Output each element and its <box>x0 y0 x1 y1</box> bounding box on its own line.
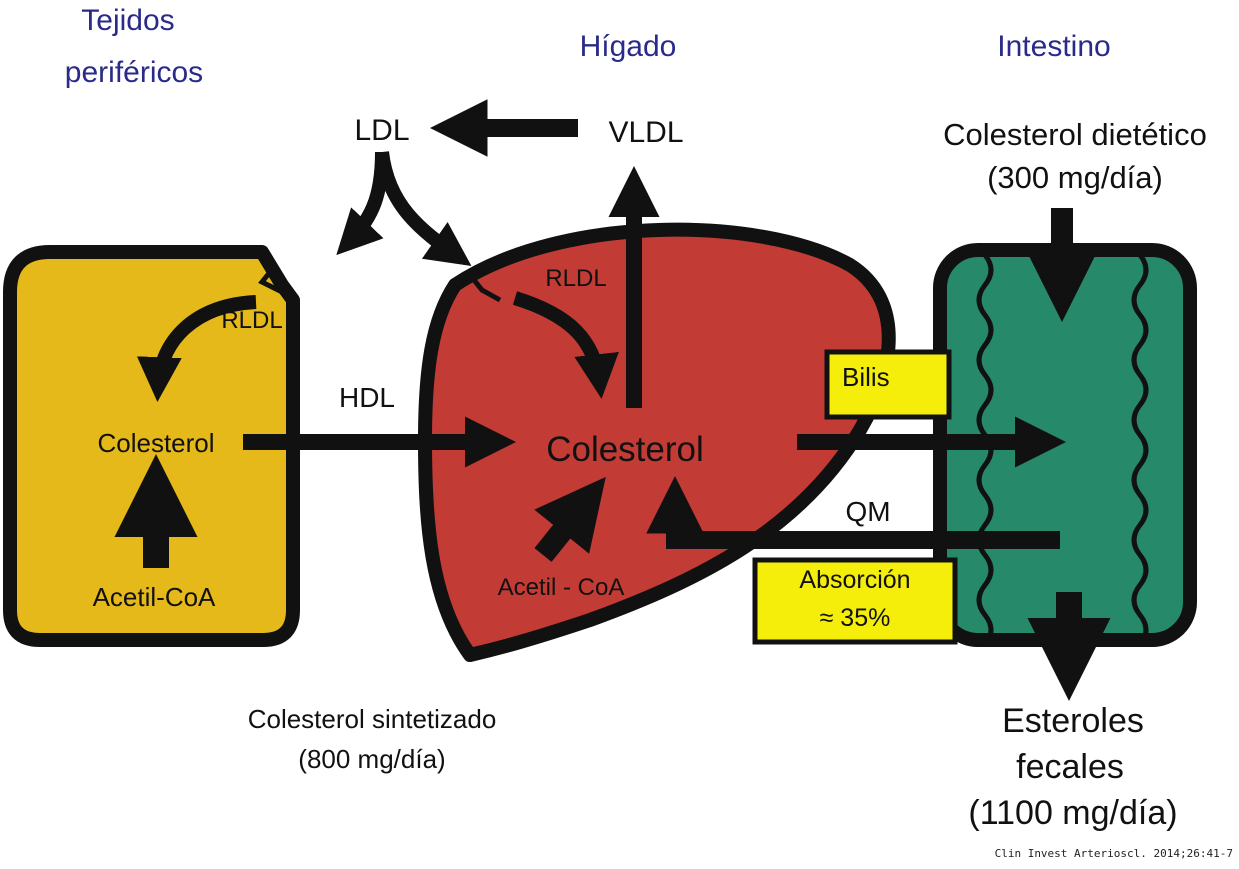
synthesized-cholesterol-line2: (800 mg/día) <box>298 744 445 774</box>
header-liver: Hígado <box>580 30 677 63</box>
peripheral-cholesterol-label: Colesterol <box>97 428 214 458</box>
intestinal-villi-right <box>1131 253 1149 647</box>
rldl-peripheral-label: RLDL <box>221 307 282 334</box>
bile-label-box: Bilis <box>824 349 952 420</box>
arrow-rldl-to-peripheral-cholesterol <box>136 295 257 402</box>
dietary-cholesterol-line1: Colesterol dietético <box>943 117 1207 152</box>
arrow-acetyl-to-liver-cholesterol <box>534 476 606 562</box>
qm-label: QM <box>845 496 890 527</box>
absorption-label-line1: Absorción <box>799 566 910 594</box>
dietary-cholesterol-line2: (300 mg/día) <box>987 160 1163 195</box>
header-peripheral-line1: Tejidos <box>81 4 174 37</box>
liver-receptor-notch <box>453 271 502 303</box>
header-intestine: Intestino <box>997 30 1110 63</box>
hdl-label: HDL <box>339 382 395 413</box>
liver-cholesterol-label: Colesterol <box>546 430 704 469</box>
peripheral-tissue-cell <box>3 245 300 647</box>
vldl-label: VLDL <box>608 116 683 149</box>
rldl-liver-label: RLDL <box>545 265 606 292</box>
rldl-receptor-notch <box>255 250 284 295</box>
peripheral-acetyl-coa-label: Acetil-CoA <box>93 582 216 612</box>
liver-acetyl-coa-label: Acetil - CoA <box>498 574 625 601</box>
absorption-label-box: Absorción ≈ 35% <box>752 557 958 645</box>
fecal-sterols-line3: (1100 mg/día) <box>968 794 1177 832</box>
header-peripheral-line2: periféricos <box>65 56 203 89</box>
source-citation: Clin Invest Arterioscl. 2014;26:41-7 <box>995 847 1233 860</box>
flow-arrows <box>114 99 1111 701</box>
fecal-sterols-line2: fecales <box>1016 748 1124 786</box>
fecal-sterols-line1: Esteroles <box>1002 702 1144 740</box>
arrow-rldl-to-liver-cholesterol <box>512 291 619 399</box>
arrow-ldl-to-peripheral <box>336 151 389 256</box>
bile-label: Bilis <box>842 362 890 392</box>
synthesized-cholesterol-line1: Colesterol sintetizado <box>248 704 497 734</box>
ldl-label: LDL <box>354 114 409 147</box>
arrow-qm-to-liver <box>646 476 1060 549</box>
arrow-ldl-to-liver <box>375 151 472 267</box>
absorption-label-line2: ≈ 35% <box>820 604 891 632</box>
